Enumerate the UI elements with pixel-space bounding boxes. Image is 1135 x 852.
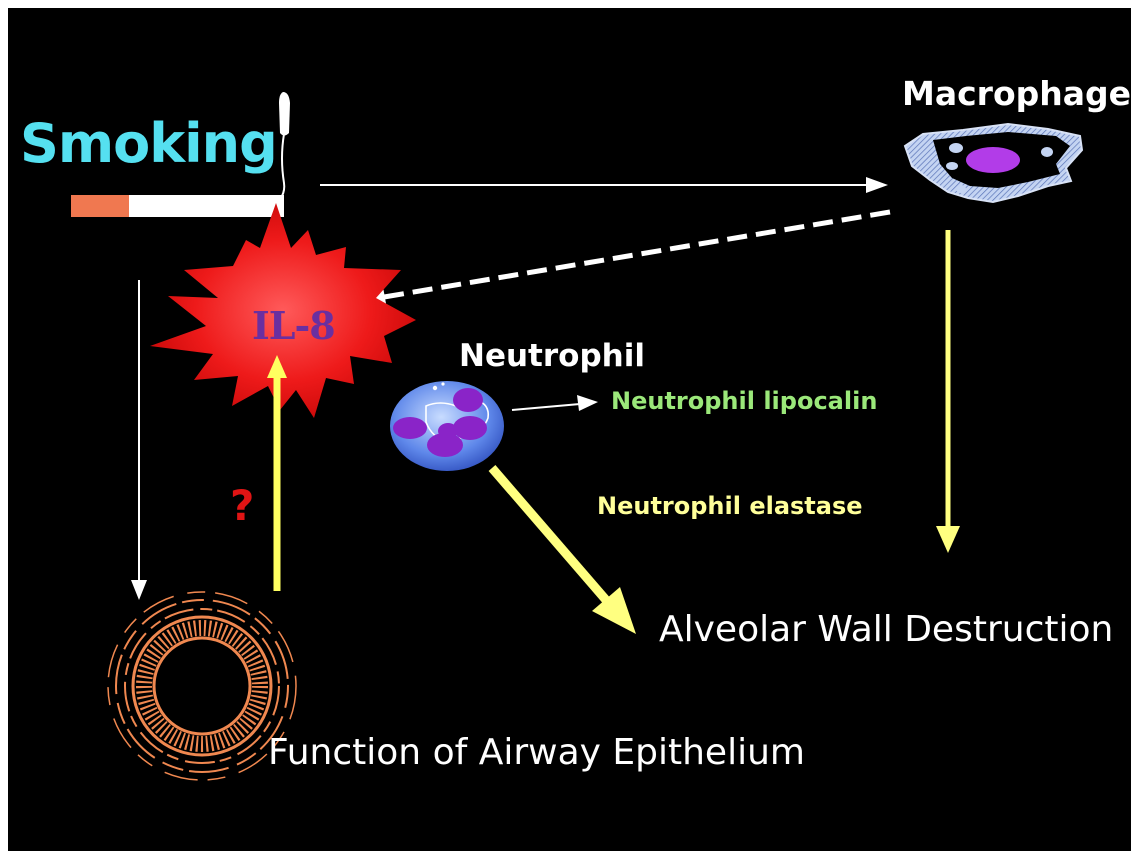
neutrophil-label: Neutrophil	[459, 338, 645, 374]
neutrophil-lipocalin-label: Neutrophil lipocalin	[611, 387, 877, 415]
smoking-to-airway-arrow	[131, 280, 147, 600]
macrophage-to-il8-arrow	[356, 212, 890, 309]
il8-label: IL-8	[252, 303, 335, 348]
alveolar-wall-destruction-label: Alveolar Wall Destruction	[659, 609, 1113, 650]
macrophage-label: Macrophage	[902, 74, 1131, 113]
question-mark: ?	[230, 481, 254, 530]
neutrophil-icon	[390, 381, 504, 471]
smoking-label: Smoking	[20, 112, 277, 175]
neutrophil-to-lipocalin-arrow	[512, 395, 598, 411]
smoking-to-macrophage-arrow	[320, 177, 888, 193]
macrophage-icon	[905, 124, 1082, 202]
macrophage-to-alveolar-arrow	[936, 230, 960, 553]
neutrophil-elastase-label: Neutrophil elastase	[597, 492, 863, 520]
diagram-slide: Smoking Macrophage IL-8 Neutrophil Neutr…	[8, 8, 1131, 851]
airway-epithelium-label: Function of Airway Epithelium	[268, 732, 805, 773]
